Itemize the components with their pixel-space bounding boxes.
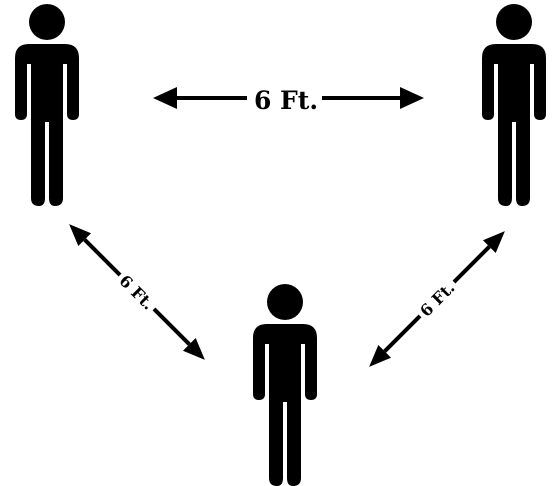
distance-label-left: 6 Ft. [115, 271, 157, 313]
person-top-left-icon [15, 4, 79, 206]
distance-arrow-right: 6 Ft. [369, 231, 505, 367]
distance-arrow-left: 6 Ft. [69, 224, 205, 360]
distance-arrow-top: 6 Ft. [153, 86, 424, 115]
distance-label-top: 6 Ft. [254, 86, 318, 115]
distance-label-right: 6 Ft. [416, 278, 458, 320]
person-bottom-center-icon [253, 284, 317, 486]
person-top-right-icon [482, 4, 546, 206]
